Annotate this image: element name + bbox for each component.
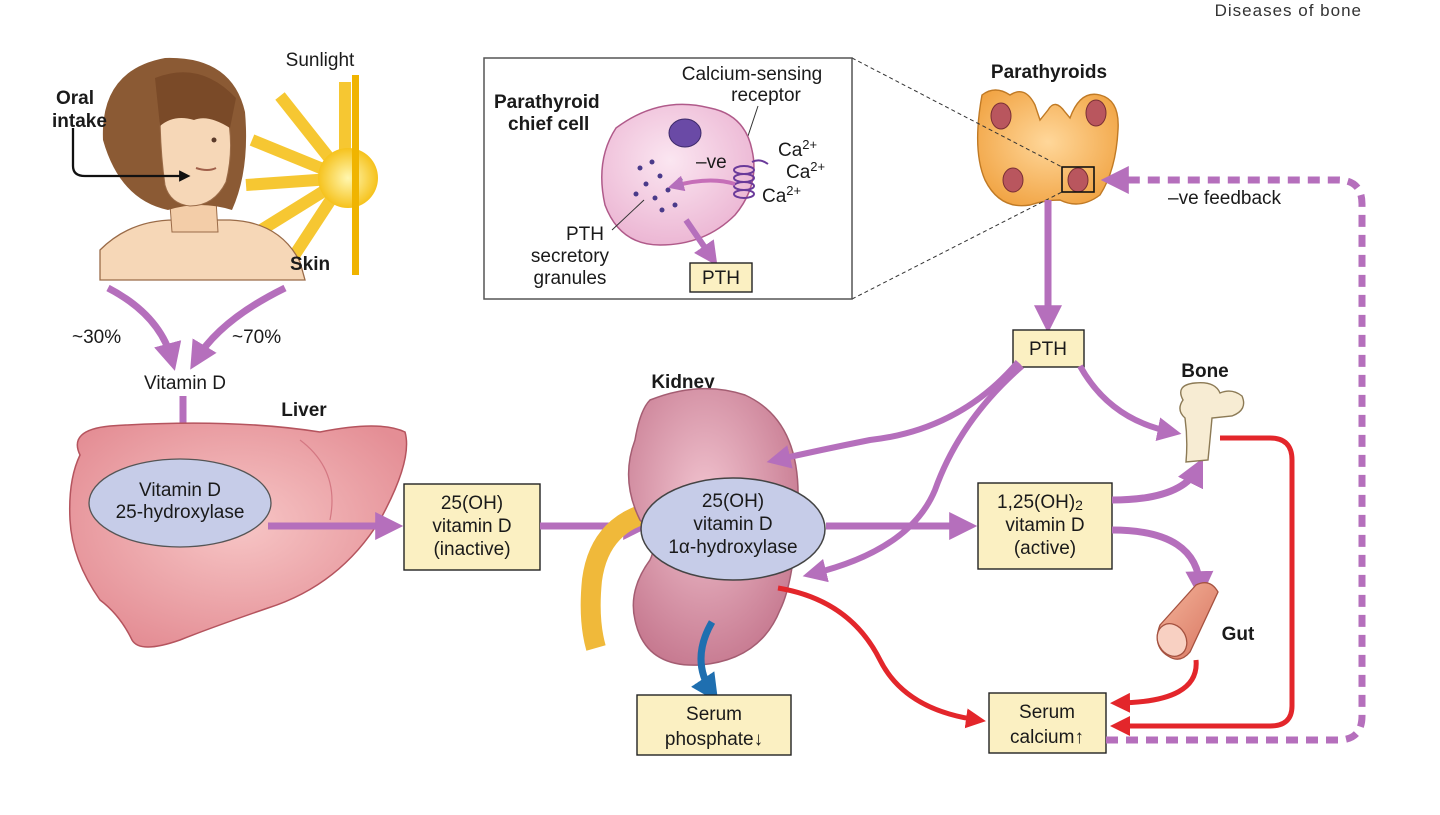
arrow-pth-to-kidney-lower — [802, 363, 1024, 583]
arrow-gut-to-calcium — [1110, 659, 1199, 713]
inset-cell-title-line1: Parathyroid — [494, 92, 600, 113]
arrow-bone-to-calcium — [1110, 435, 1295, 736]
bone-illustration — [1179, 382, 1245, 463]
ca-ion-1: Ca2+ — [778, 137, 817, 161]
active-vitamin-d-box — [977, 482, 1113, 570]
skin-label: Skin — [290, 254, 330, 275]
gut-illustration — [1156, 582, 1219, 660]
negative-feedback-loop — [1100, 166, 1366, 744]
chief-cell — [601, 103, 755, 246]
inactive-vitamin-d-box — [403, 483, 541, 571]
arrow-pth-to-kidney-upper — [766, 360, 1021, 469]
vitamin-d-label: Vitamin D — [144, 373, 226, 394]
negative-signal-label: –ve — [696, 152, 727, 173]
sunlight-illustration — [245, 75, 378, 275]
granules-pointer — [611, 199, 645, 231]
kidney-enzyme-line1: 25(OH) — [702, 491, 764, 512]
pth-box-label: PTH — [1029, 339, 1067, 360]
person-illustration — [99, 57, 306, 281]
liver-enzyme-line2: 25-hydroxylase — [116, 502, 245, 523]
arrow-active-to-bone — [1111, 457, 1204, 504]
skin-percent-label: ~70% — [232, 327, 281, 348]
kidney-enzyme-line3: 1α-hydroxylase — [668, 537, 797, 558]
kidney-enzyme-ellipse — [640, 477, 826, 581]
feedback-label: –ve feedback — [1168, 188, 1282, 209]
inactive-box-line2: vitamin D — [432, 516, 511, 537]
ca-ion-2: Ca2+ — [786, 159, 825, 183]
oral-intake-label-line2: intake — [52, 111, 107, 132]
oral-intake-label-line1: Oral — [56, 88, 94, 109]
parathyroids-label: Parathyroids — [991, 62, 1107, 83]
ca-ion-3: Ca2+ — [762, 183, 801, 207]
liver-enzyme-line1: Vitamin D — [139, 480, 221, 501]
liver-label: Liver — [281, 400, 327, 421]
granules-label-line2: secretory — [531, 246, 610, 267]
inactive-box-line1: 25(OH) — [441, 493, 503, 514]
serum-phosphate-box — [636, 694, 792, 756]
active-box-line3: (active) — [1014, 538, 1076, 559]
gut-label: Gut — [1222, 624, 1255, 645]
serum-calcium-line2: calcium↑ — [1010, 727, 1084, 748]
arrow-kidney-to-phosphate — [691, 620, 719, 703]
zoom-line-bottom — [851, 191, 1063, 300]
calcium-receptor-coils — [733, 159, 769, 199]
granules-label-line3: granules — [534, 268, 607, 289]
arrow-pth-to-bone — [1077, 364, 1182, 442]
inset-cell-title-line2: chief cell — [508, 114, 589, 135]
bone-label: Bone — [1181, 361, 1229, 382]
arrow-cell-to-pth — [683, 218, 718, 266]
pth-box — [1012, 329, 1085, 368]
inactive-box-line3: (inactive) — [433, 539, 510, 560]
inset-receptor-line1: Calcium-sensing — [682, 64, 822, 85]
arrow-kidney-to-calcium — [777, 585, 986, 729]
cell-nucleus — [668, 118, 702, 148]
ureter — [580, 500, 662, 651]
arrow-skin-to-vitamin-d — [190, 284, 287, 370]
serum-calcium-line1: Serum — [1019, 702, 1075, 723]
serum-calcium-box — [988, 692, 1107, 754]
serum-phosphate-line1: Serum — [686, 704, 742, 725]
inset-pth-box — [689, 262, 753, 293]
negative-signal-arrow — [667, 175, 736, 192]
granules-label-line1: PTH — [566, 224, 604, 245]
sunlight-label: Sunlight — [286, 50, 355, 71]
running-title: Diseases of bone — [1215, 1, 1362, 20]
active-box-line1: 1,25(OH)2 — [997, 492, 1083, 513]
inset-pth-label: PTH — [702, 268, 740, 289]
zoom-line-top — [851, 57, 1063, 168]
arrow-active-to-gut — [1111, 526, 1214, 600]
active-box-line2: vitamin D — [1005, 515, 1084, 536]
liver-enzyme-ellipse — [88, 458, 272, 548]
arrow-oral-to-vitamin-d — [106, 284, 182, 371]
kidney-enzyme-line2: vitamin D — [693, 514, 772, 535]
liver-lobe-line — [299, 439, 333, 521]
inset-receptor-line2: receptor — [731, 85, 801, 106]
oral-percent-label: ~30% — [72, 327, 121, 348]
parathyroid-gland-illustration — [976, 89, 1119, 207]
serum-phosphate-line2: phosphate↓ — [665, 729, 763, 750]
oral-intake-arrow — [71, 128, 191, 182]
kidney-label: Kidney — [651, 372, 715, 393]
